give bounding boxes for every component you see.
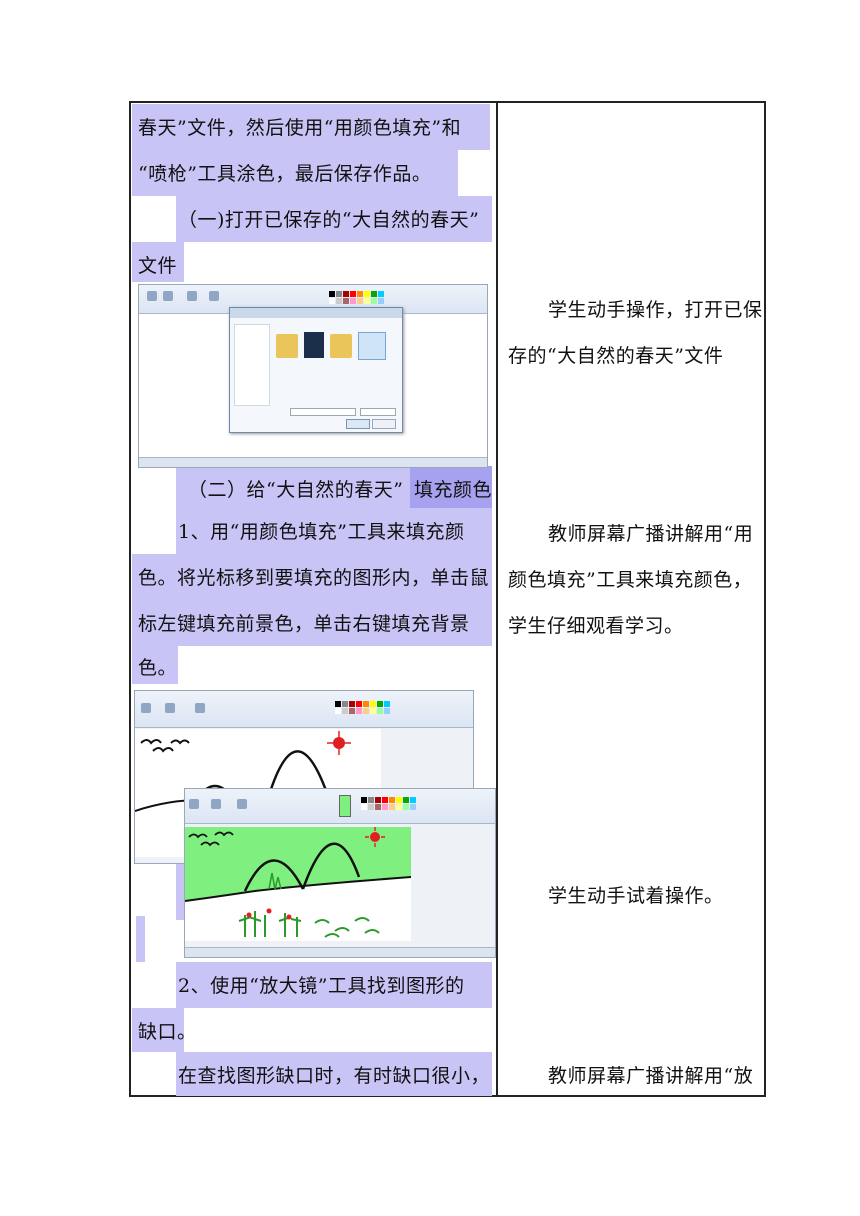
- body-text: 春天”文件，然后使用“用颜色填充”和: [138, 117, 462, 139]
- section-heading-highlight: 填充颜色: [414, 479, 493, 501]
- highlight-band: [132, 600, 492, 646]
- lesson-table: [129, 101, 766, 1097]
- body-text: 标左键填充前景色，单击右键填充背景: [138, 613, 470, 635]
- activity-text: 教师屏幕广播讲解用“用: [548, 523, 754, 545]
- color-palette: [361, 797, 421, 810]
- highlight-band: [136, 916, 145, 962]
- highlight-band: [132, 554, 492, 600]
- highlight-band: [132, 646, 178, 684]
- highlight-band: [176, 1052, 492, 1096]
- highlight-band: [176, 196, 492, 242]
- folder-icon: [330, 334, 352, 358]
- foreground-color-swatch: [339, 795, 351, 817]
- column-divider: [496, 101, 498, 1097]
- status-bar: [185, 947, 495, 957]
- drawing-filled: [185, 827, 411, 941]
- highlight-band: [176, 508, 492, 554]
- paint-ribbon: [139, 285, 487, 314]
- folder-icon: [276, 334, 298, 358]
- highlight-band: [132, 242, 184, 282]
- color-palette: [329, 291, 389, 304]
- body-text: 2、使用“放大镜”工具找到图形的: [178, 975, 465, 997]
- screenshot-open-file-dialog: [138, 284, 488, 468]
- section-heading: 文件: [138, 255, 178, 277]
- body-text: 色。将光标移到要填充的图形内，单击鼠: [138, 567, 490, 589]
- activity-text: 教师屏幕广播讲解用“放: [548, 1065, 754, 1087]
- highlight-band: [176, 962, 492, 1008]
- screenshot-paint-after-fill: [184, 788, 496, 958]
- image-thumbnail-icon: [358, 332, 386, 360]
- activity-text: 学生仔细观看学习。: [508, 615, 684, 637]
- paint-ribbon: [185, 789, 495, 824]
- body-text: “喷枪”工具涂色，最后保存作品。: [138, 163, 432, 185]
- body-text: 在查找图形缺口时，有时缺口很小，: [178, 1065, 491, 1087]
- section-heading: （二）给“大自然的春天”: [188, 479, 404, 501]
- activity-text: 学生动手试着操作。: [548, 885, 724, 907]
- color-palette: [335, 701, 395, 714]
- highlight-band: [132, 1008, 184, 1052]
- body-text: 缺口。: [138, 1021, 197, 1043]
- status-bar: [139, 457, 487, 467]
- file-thumbnail-icon: [304, 332, 324, 358]
- section-heading: （一)打开已保存的“大自然的春天”: [178, 209, 480, 231]
- highlight-band: [132, 104, 490, 150]
- activity-text: 颜色填充”工具来填充颜色，: [508, 569, 753, 591]
- highlight-band: [132, 150, 458, 196]
- body-text: 色。: [138, 657, 178, 679]
- highlight-band-strong: [410, 466, 492, 508]
- activity-text: 学生动手操作，打开已保: [548, 299, 763, 321]
- activity-text: 存的“大自然的春天”文件: [508, 345, 724, 367]
- body-text: 1、用“用颜色填充”工具来填充颜: [178, 521, 465, 543]
- highlight-band: [176, 466, 410, 508]
- file-dialog: [229, 307, 403, 433]
- paint-ribbon: [135, 691, 473, 728]
